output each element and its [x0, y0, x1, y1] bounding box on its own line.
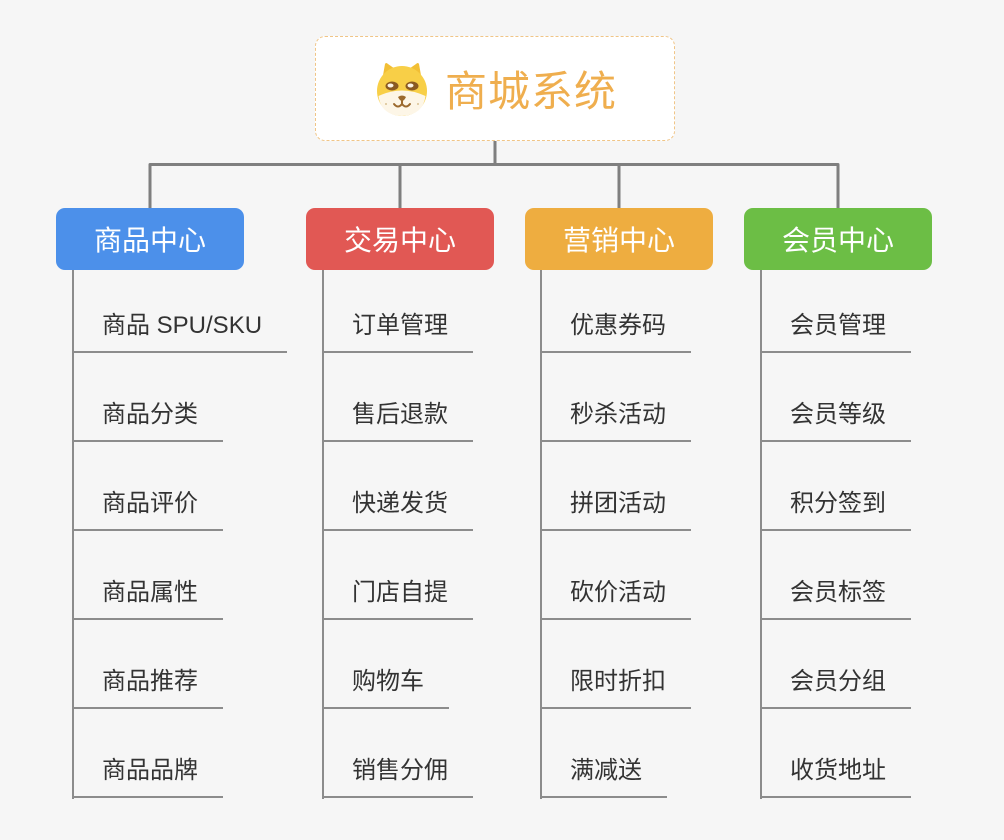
branch-node-member-center[interactable]: 会员中心	[744, 208, 932, 270]
leaf-node-store-pickup[interactable]: 门店自提	[322, 576, 473, 620]
leaf-node-product-category[interactable]: 商品分类	[72, 398, 223, 442]
leaf-node-group-buy[interactable]: 拼团活动	[540, 487, 691, 531]
leaf-node-product-review[interactable]: 商品评价	[72, 487, 223, 531]
leaf-node-aftersale-refund[interactable]: 售后退款	[322, 398, 473, 442]
branch-node-marketing-center[interactable]: 营销中心	[525, 208, 713, 270]
leaf-node-order-management[interactable]: 订单管理	[322, 309, 473, 353]
leaf-node-member-group[interactable]: 会员分组	[760, 665, 911, 709]
leaf-node-coupon-code[interactable]: 优惠券码	[540, 309, 691, 353]
leaf-node-limited-time-discount[interactable]: 限时折扣	[540, 665, 691, 709]
leaf-node-shopping-cart[interactable]: 购物车	[322, 665, 449, 709]
leaf-node-express-delivery[interactable]: 快递发货	[322, 487, 473, 531]
root-node[interactable]: 商城系统	[315, 36, 675, 141]
leaf-node-product-spu-sku[interactable]: 商品 SPU/SKU	[72, 309, 288, 353]
branch-label: 交易中心	[343, 225, 456, 256]
branch-node-product-center[interactable]: 商品中心	[56, 208, 244, 270]
leaf-node-shipping-address[interactable]: 收货地址	[760, 754, 911, 798]
leaf-node-product-attribute[interactable]: 商品属性	[72, 576, 223, 620]
leaf-node-bargain-activity[interactable]: 砍价活动	[540, 576, 691, 620]
root-node-title: 商城系统	[444, 68, 617, 115]
leaf-node-member-management[interactable]: 会员管理	[760, 309, 911, 353]
leaf-node-full-reduction[interactable]: 满减送	[540, 754, 667, 798]
leaf-node-points-checkin[interactable]: 积分签到	[760, 487, 911, 531]
branch-node-trade-center[interactable]: 交易中心	[306, 208, 494, 270]
leaf-node-product-recommend[interactable]: 商品推荐	[72, 665, 223, 709]
leaf-node-flash-sale[interactable]: 秒杀活动	[540, 398, 691, 442]
leaf-node-member-level[interactable]: 会员等级	[760, 398, 911, 442]
leaf-node-product-brand[interactable]: 商品品牌	[72, 754, 223, 798]
branch-label: 会员中心	[781, 225, 894, 256]
leaf-node-sales-commission[interactable]: 销售分佣	[322, 754, 473, 798]
leaf-node-member-tag[interactable]: 会员标签	[760, 576, 911, 620]
dog-face-icon	[376, 62, 427, 116]
branch-label: 营销中心	[562, 225, 675, 256]
branch-label: 商品中心	[93, 225, 206, 256]
